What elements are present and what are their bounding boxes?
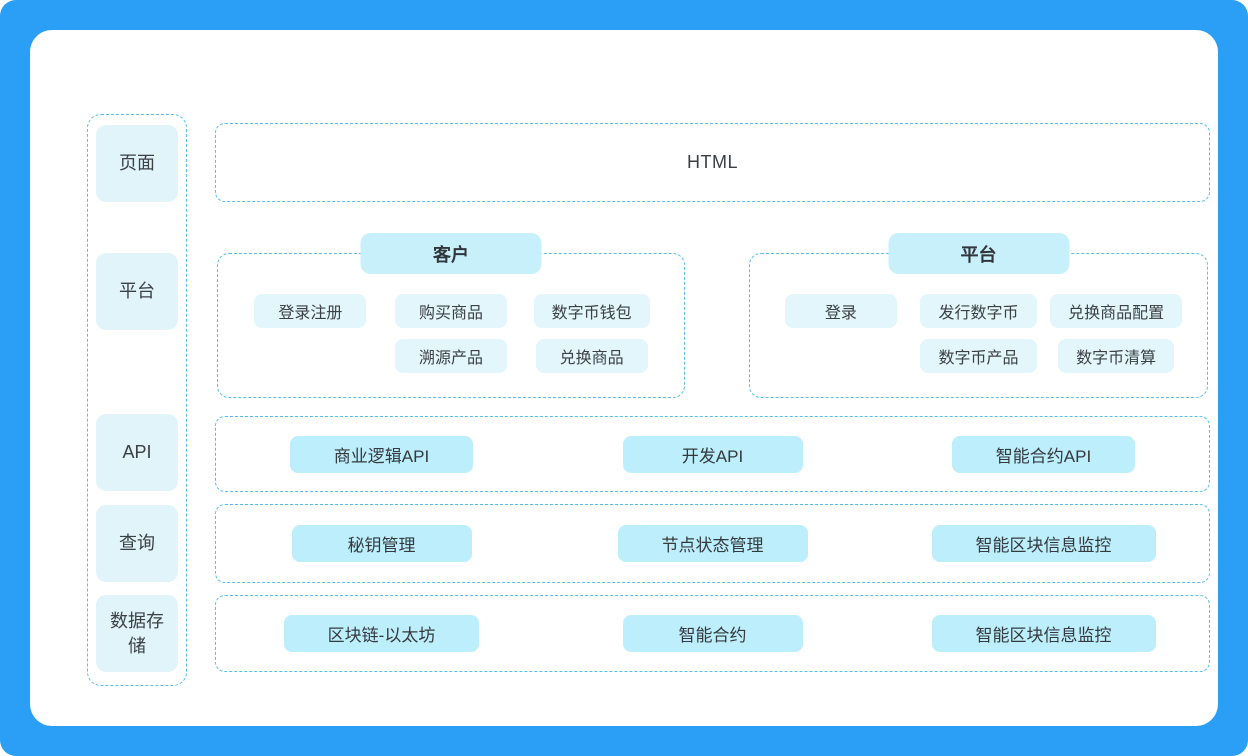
storage-layer-grid: 区块链-以太坊 智能合约 智能区块信息监控 [216, 596, 1209, 671]
api-layer-grid: 商业逻辑API 开发API 智能合约API [216, 417, 1209, 491]
layer-label-page: 页面 [96, 125, 178, 202]
module-chip: 智能区块信息监控 [931, 615, 1156, 652]
module-chip: 发行数字币 [920, 294, 1037, 328]
module-chip: 智能区块信息监控 [931, 525, 1156, 562]
layer-labels-column: 页面 平台 API 查询 数据存储 [87, 114, 187, 686]
module-chip: 登录注册 [254, 294, 367, 328]
platform-group-box: 平台 登录 发行数字币 兑换商品配置 数字币产品 数字币清算 [749, 233, 1208, 398]
platform-group-tab: 平台 [888, 233, 1069, 274]
html-layer-label: HTML [687, 152, 738, 172]
module-chip: 溯源产品 [394, 339, 507, 373]
diagram-canvas: 页面 平台 API 查询 数据存储 HTML 客户 登录注册 购买商品 数字币钱… [30, 30, 1218, 726]
module-chip: 登录 [784, 294, 897, 328]
module-chip: 区块链-以太坊 [283, 615, 480, 652]
client-group-grid: 登录注册 购买商品 数字币钱包 溯源产品 兑换商品 [218, 254, 684, 373]
layer-label-query: 查询 [96, 505, 178, 582]
layer-label-storage: 数据存储 [96, 595, 178, 672]
module-chip: 数字币钱包 [533, 294, 650, 328]
module-chip: 节点状态管理 [617, 525, 808, 562]
platform-group-grid: 登录 发行数字币 兑换商品配置 数字币产品 数字币清算 [750, 254, 1207, 373]
query-layer-box: 秘钥管理 节点状态管理 智能区块信息监控 [215, 504, 1210, 583]
layer-label-api: API [96, 414, 178, 491]
module-chip: 商业逻辑API [289, 435, 474, 473]
module-chip: 数字币产品 [920, 339, 1037, 373]
client-group-tab: 客户 [360, 233, 542, 274]
storage-layer-box: 区块链-以太坊 智能合约 智能区块信息监控 [215, 595, 1210, 672]
module-chip: 购买商品 [394, 294, 507, 328]
module-chip: 智能合约API [951, 435, 1136, 473]
module-chip: 兑换商品配置 [1050, 294, 1183, 328]
module-chip: 智能合约 [622, 615, 803, 652]
module-chip: 兑换商品 [535, 339, 648, 373]
layer-label-platform: 平台 [96, 253, 178, 330]
module-chip: 秘钥管理 [291, 525, 472, 562]
html-layer-box: HTML [215, 123, 1210, 202]
query-layer-grid: 秘钥管理 节点状态管理 智能区块信息监控 [216, 505, 1209, 582]
module-chip: 开发API [622, 435, 803, 473]
api-layer-box: 商业逻辑API 开发API 智能合约API [215, 416, 1210, 492]
module-chip: 数字币清算 [1058, 339, 1175, 373]
client-group-box: 客户 登录注册 购买商品 数字币钱包 溯源产品 兑换商品 [217, 233, 685, 398]
